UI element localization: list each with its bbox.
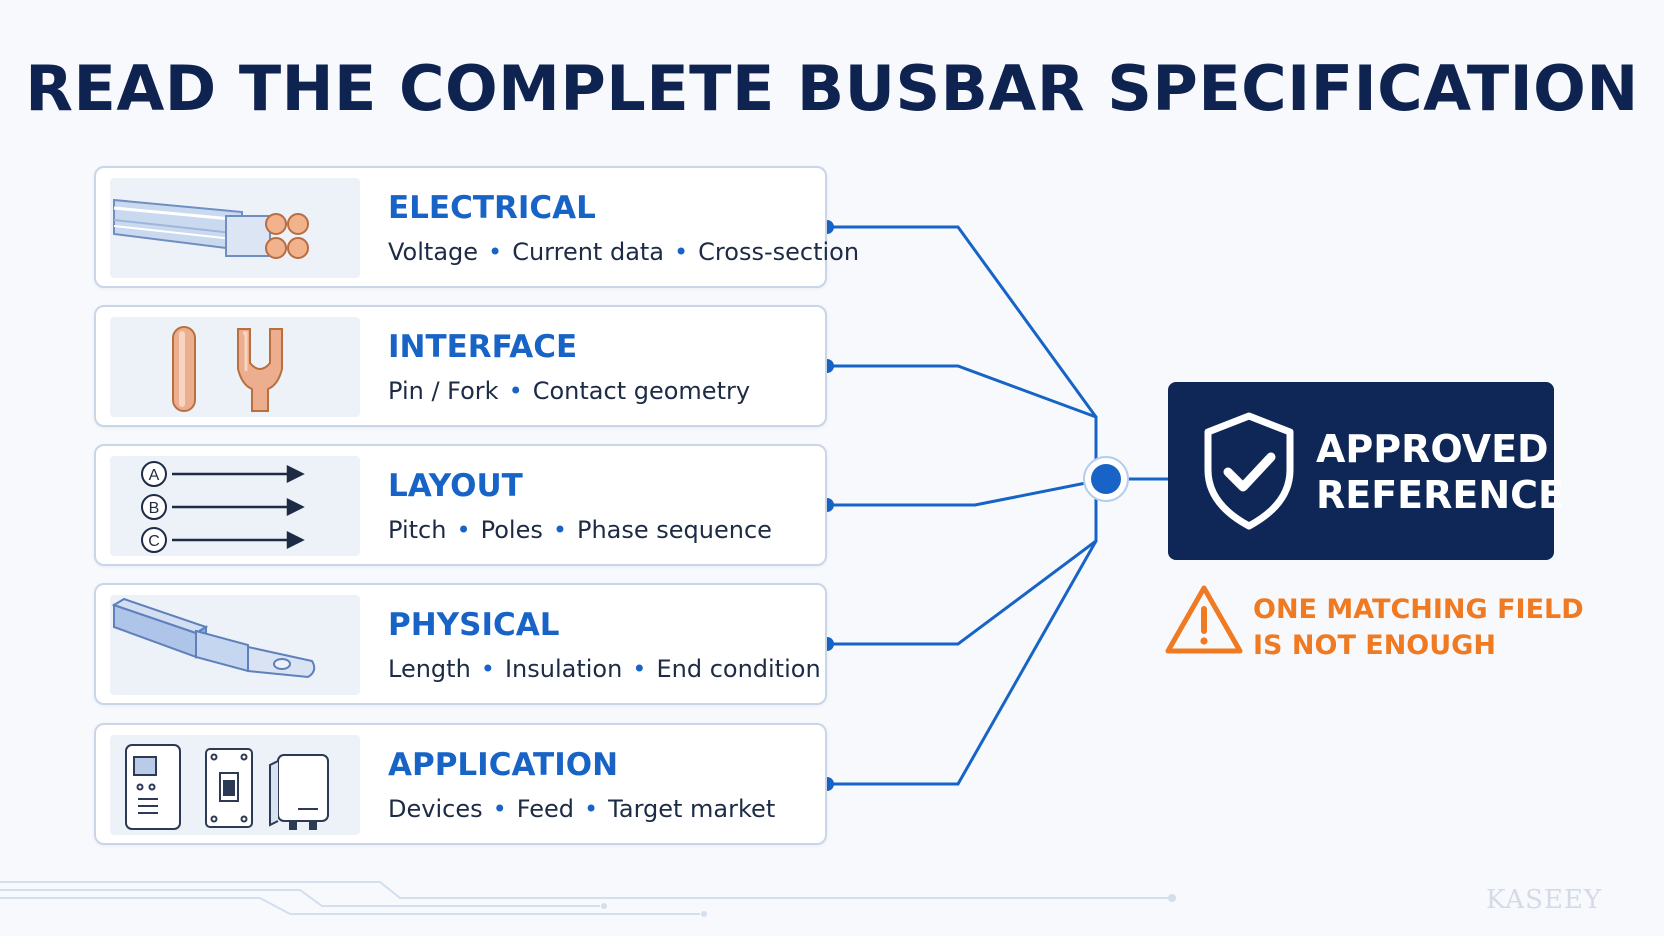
item-separator: • bbox=[480, 655, 495, 683]
category-title: PHYSICAL bbox=[388, 607, 560, 643]
connector-lines bbox=[827, 225, 1108, 786]
busbar-lug-icon bbox=[110, 595, 360, 695]
approved-label: APPROVED REFERENCE bbox=[1316, 426, 1564, 518]
warning-triangle-icon bbox=[1165, 585, 1243, 654]
warning-line-2: IS NOT ENOUGH bbox=[1253, 630, 1496, 661]
item-separator: • bbox=[632, 655, 647, 683]
brand-logo: KASEEY bbox=[1486, 885, 1603, 915]
category-title: APPLICATION bbox=[388, 747, 619, 783]
item-separator: • bbox=[508, 377, 523, 405]
category-item: Pitch bbox=[388, 516, 447, 544]
category-item: Voltage bbox=[388, 238, 479, 266]
phase-label-b: B bbox=[149, 500, 160, 517]
category-item: Poles bbox=[480, 516, 543, 544]
category-card-layout: A B C LAYOUT Pitch • Poles • Phase sequence bbox=[94, 444, 827, 566]
category-item: Feed bbox=[516, 795, 575, 823]
item-separator: • bbox=[584, 795, 599, 823]
connector-line-interface bbox=[827, 364, 1108, 480]
category-item: Current data bbox=[512, 238, 665, 266]
category-title: ELECTRICAL bbox=[388, 190, 596, 226]
category-item: Phase sequence bbox=[577, 516, 772, 544]
category-item: Insulation bbox=[504, 655, 623, 683]
category-item: Cross-section bbox=[698, 238, 860, 266]
cable-bundle-icon bbox=[110, 178, 360, 278]
category-item: Devices bbox=[388, 795, 483, 823]
connector-line-electrical bbox=[827, 225, 1108, 480]
item-separator: • bbox=[674, 238, 689, 266]
category-title: INTERFACE bbox=[388, 329, 578, 365]
category-title: LAYOUT bbox=[388, 468, 523, 504]
category-items: Voltage • Current data • Cross-section bbox=[388, 238, 859, 266]
approved-line-1: APPROVED bbox=[1316, 427, 1549, 471]
warning-line-1: ONE MATCHING FIELD bbox=[1253, 594, 1584, 625]
category-card-electrical: ELECTRICAL Voltage • Current data • Cross-se… bbox=[94, 166, 859, 288]
category-item: Target market bbox=[608, 795, 776, 823]
category-item: Length bbox=[388, 655, 471, 683]
category-item: End condition bbox=[656, 655, 821, 683]
warning-message: ONE MATCHING FIELD IS NOT ENOUGH bbox=[1253, 592, 1584, 664]
category-items: Devices • Feed • Target market bbox=[388, 795, 775, 823]
phase-labels: A B C bbox=[148, 467, 160, 550]
approved-reference-box: APPROVED REFERENCE bbox=[1168, 382, 1564, 560]
category-items: Pitch • Poles • Phase sequence bbox=[388, 516, 772, 544]
item-separator: • bbox=[552, 516, 567, 544]
page-title: READ THE COMPLETE BUSBAR SPECIFICATION bbox=[25, 52, 1639, 125]
phase-sequence-icon: A B C bbox=[110, 456, 360, 556]
category-card-application: APPLICATION Devices • Feed • Target market bbox=[94, 723, 827, 845]
item-separator: • bbox=[456, 516, 471, 544]
category-card-physical: PHYSICAL Length • Insulation • End condition bbox=[94, 583, 827, 705]
phase-label-a: A bbox=[149, 467, 160, 484]
connector-line-application bbox=[827, 478, 1108, 786]
shield-check-icon bbox=[1204, 412, 1294, 530]
devices-icon bbox=[110, 735, 360, 835]
category-items: Length • Insulation • End condition bbox=[388, 655, 821, 683]
connector-line-layout bbox=[827, 477, 1107, 507]
category-items: Pin / Fork • Contact geometry bbox=[388, 377, 750, 405]
pin-fork-icon bbox=[110, 317, 360, 417]
category-card-interface: INTERFACE Pin / Fork • Contact geometry bbox=[94, 305, 827, 427]
category-item: Contact geometry bbox=[532, 377, 751, 405]
approved-line-2: REFERENCE bbox=[1316, 473, 1565, 517]
category-item: Pin / Fork bbox=[388, 377, 499, 405]
hub-node bbox=[1091, 464, 1121, 494]
phase-label-c: C bbox=[148, 533, 160, 550]
item-separator: • bbox=[488, 238, 503, 266]
item-separator: • bbox=[492, 795, 507, 823]
circuit-decoration bbox=[0, 881, 1176, 917]
